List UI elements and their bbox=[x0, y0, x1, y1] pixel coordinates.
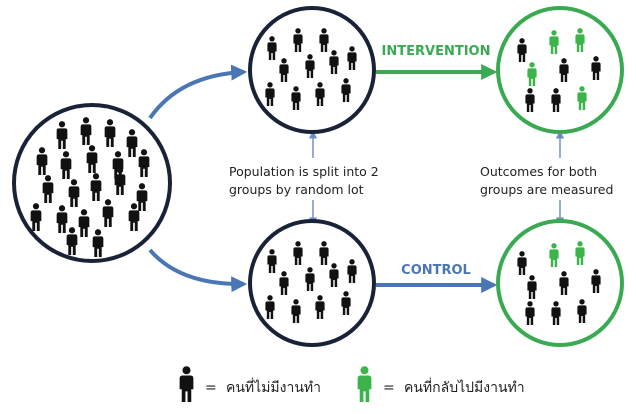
arrow-to-control bbox=[148, 248, 248, 293]
intervention-label: INTERVENTION bbox=[382, 44, 491, 59]
legend: = คนที่ไม่มีงานทำ = คนที่กลับไปมีงานทำ bbox=[179, 366, 525, 402]
legend-black-equals: = bbox=[205, 380, 217, 396]
legend-green-person-icon bbox=[357, 366, 372, 402]
outcome-caption-line2: groups are measured bbox=[480, 182, 613, 197]
legend-green-label: คนที่กลับไปมีงานทำ bbox=[404, 378, 525, 396]
legend-green-equals: = bbox=[383, 380, 395, 396]
control-label: CONTROL bbox=[401, 263, 471, 278]
arrow-to-intervention bbox=[148, 64, 248, 120]
split-caption-line2: groups by random lot bbox=[229, 182, 364, 197]
outcome-caption-line1: Outcomes for both bbox=[480, 164, 597, 179]
legend-black-person-icon bbox=[179, 366, 194, 402]
split-caption-line1: Population is split into 2 bbox=[229, 164, 379, 179]
legend-black-label: คนที่ไม่มีงานทำ bbox=[226, 378, 321, 396]
